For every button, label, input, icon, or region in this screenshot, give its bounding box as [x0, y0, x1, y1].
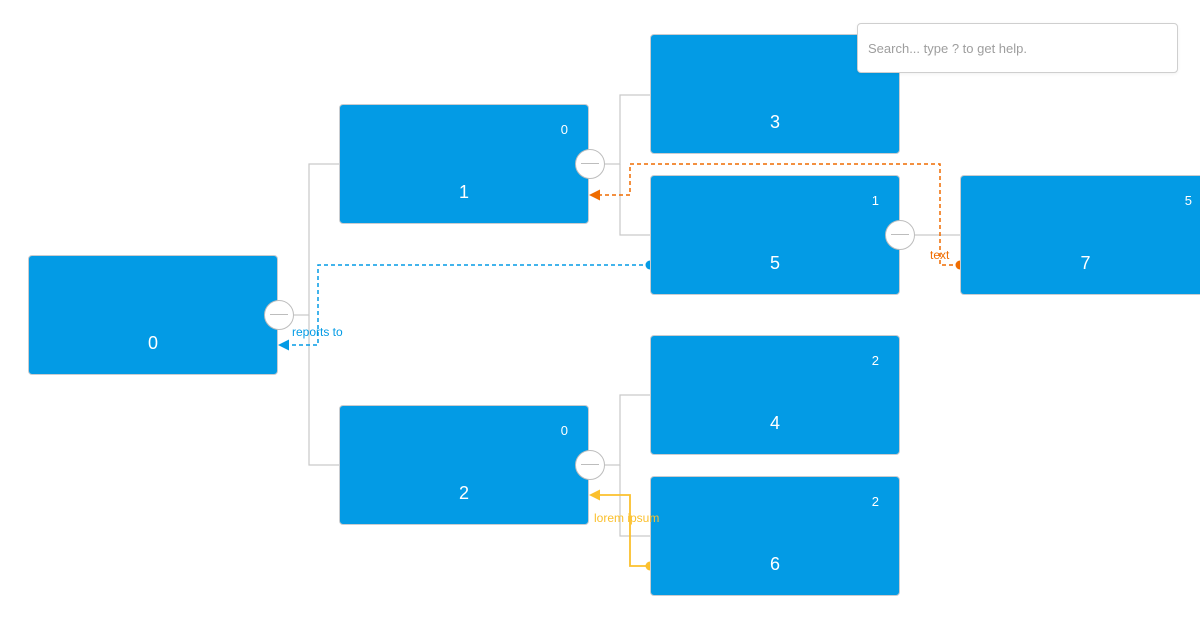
- node-5-label: 5: [769, 253, 780, 273]
- tree-link-1-5: [619, 164, 650, 236]
- node-6-badge: 2: [871, 494, 879, 509]
- link-reports-to: [288, 264, 650, 346]
- node-6[interactable]: 2 6: [650, 476, 900, 596]
- collapse-toggle-node-0[interactable]: [264, 300, 294, 330]
- minus-icon: [581, 163, 599, 164]
- node-6-label: 6: [769, 554, 780, 574]
- node-3-label: 3: [769, 112, 780, 132]
- node-1-label: 1: [458, 182, 469, 202]
- link-label-reports-to: reports to: [292, 325, 343, 339]
- node-5-badge: 1: [871, 193, 879, 208]
- node-1[interactable]: 0 1: [339, 104, 589, 224]
- node-0-label: 0: [147, 333, 158, 353]
- tree-link-0-2: [308, 315, 339, 466]
- minus-icon: [270, 314, 288, 315]
- node-4-badge: 2: [871, 353, 879, 368]
- search-input[interactable]: [857, 23, 1178, 73]
- node-7-badge: 5: [1184, 193, 1192, 208]
- node-4[interactable]: 2 4: [650, 335, 900, 455]
- node-2[interactable]: 0 2: [339, 405, 589, 525]
- node-5[interactable]: 1 5: [650, 175, 900, 295]
- link-text-arrow: [589, 189, 600, 201]
- node-2-label: 2: [458, 483, 469, 503]
- minus-icon: [581, 464, 599, 465]
- link-lorem-ipsum-arrow: [589, 489, 600, 501]
- node-0[interactable]: 0: [28, 255, 278, 375]
- link-reports-to-arrow: [278, 339, 289, 351]
- tree-link-2-6: [619, 465, 650, 537]
- link-lorem-ipsum: [599, 494, 650, 567]
- node-7[interactable]: 5 7: [960, 175, 1200, 295]
- tree-link-0-1: [294, 163, 339, 316]
- tree-link-1-3: [605, 94, 650, 165]
- link-label-text: text: [930, 248, 950, 262]
- link-text: [599, 163, 960, 266]
- link-label-lorem-ipsum: lorem ipsum: [594, 511, 660, 525]
- collapse-toggle-node-1[interactable]: [575, 149, 605, 179]
- collapse-toggle-node-2[interactable]: [575, 450, 605, 480]
- node-1-badge: 0: [560, 122, 568, 137]
- collapse-toggle-node-5[interactable]: [885, 220, 915, 250]
- tree-link-2-4: [605, 394, 650, 466]
- node-2-badge: 0: [560, 423, 568, 438]
- node-7-label: 7: [1080, 253, 1091, 273]
- minus-icon: [891, 234, 909, 235]
- node-4-label: 4: [769, 413, 780, 433]
